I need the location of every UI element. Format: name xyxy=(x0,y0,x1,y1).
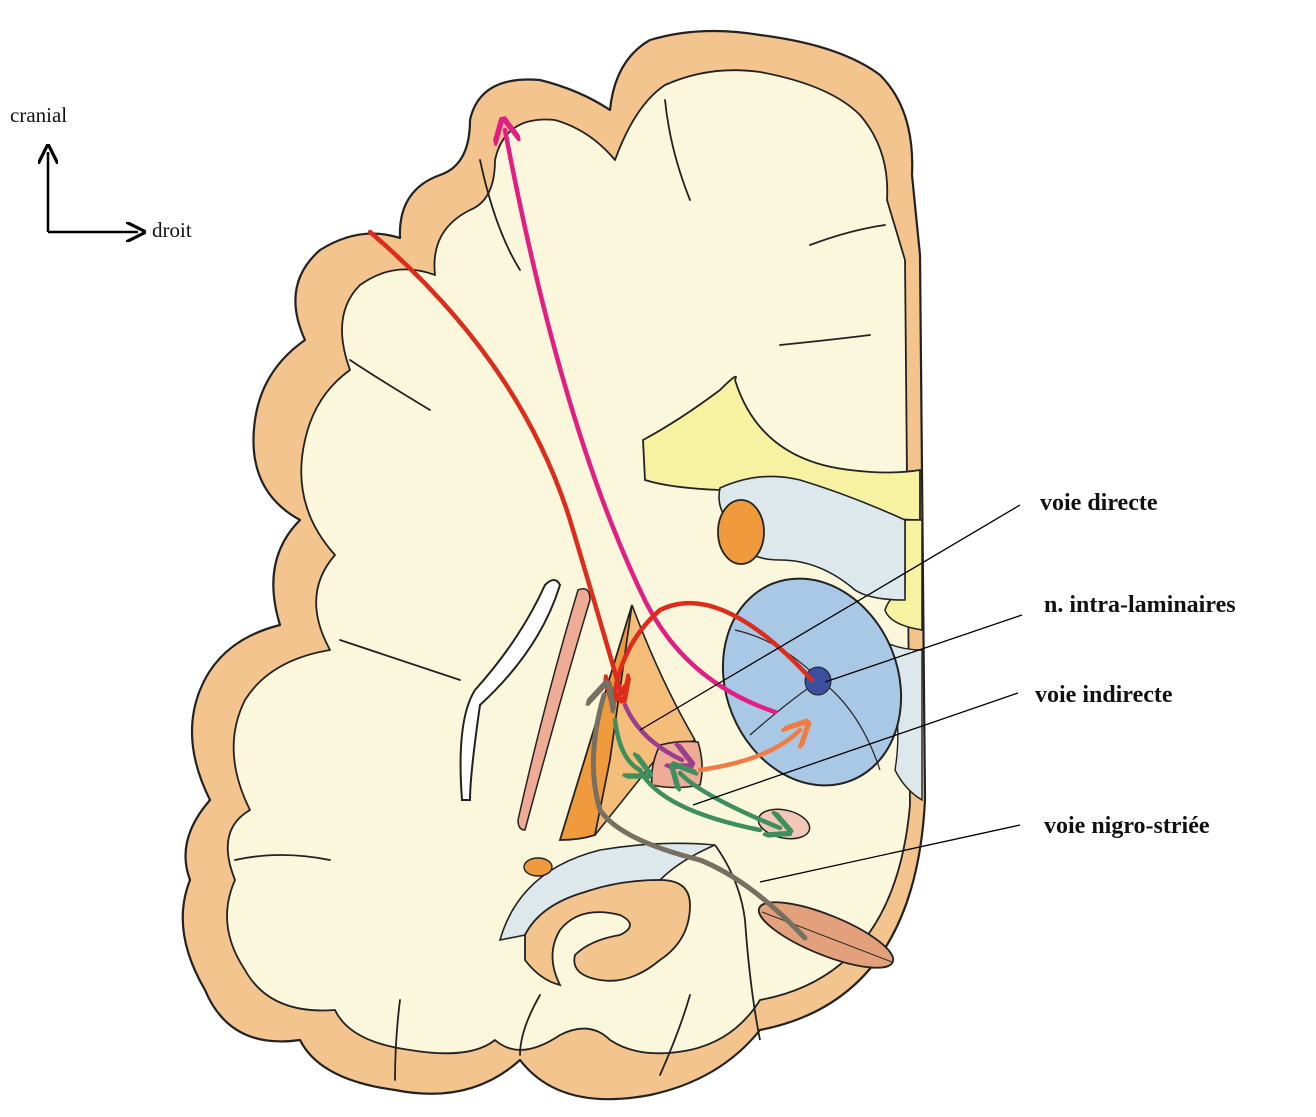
label-n-intra-laminaires: n. intra-laminaires xyxy=(1044,592,1236,619)
amygdala xyxy=(524,858,552,876)
orientation-axes xyxy=(48,152,138,232)
label-voie-directe: voie directe xyxy=(1040,490,1158,517)
caudate-nucleus xyxy=(718,500,764,564)
label-voie-nigro-striee: voie nigro-striée xyxy=(1044,813,1210,840)
label-voie-indirecte: voie indirecte xyxy=(1035,682,1173,709)
cranial-label: cranial xyxy=(10,103,67,128)
right-label: droit xyxy=(152,218,192,243)
